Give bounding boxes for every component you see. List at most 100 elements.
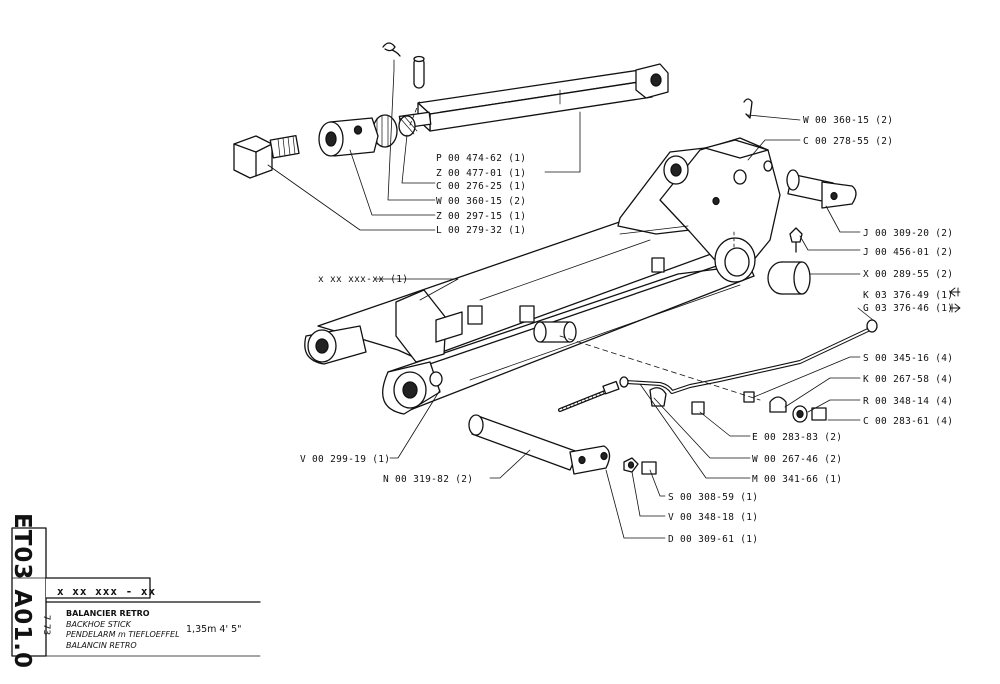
part-qty: (1): [390, 274, 409, 285]
part-label-v0029919: V 00 299-19 (1): [300, 454, 390, 465]
part-label-e0028383: E 00 283-83 (2): [752, 432, 842, 443]
part-qty: (1): [935, 303, 954, 314]
part-ref: Z 00 477-01: [436, 168, 503, 179]
threaded-end-block: [233, 134, 300, 179]
title-en: BACKHOE STICK: [66, 620, 131, 629]
part-label-w0036015-b: W 00 360-15(2): [803, 115, 893, 126]
part-label-j0045601: J 00 456-01 (2): [863, 247, 953, 258]
title-fr: BALANCIER RETRO: [66, 609, 150, 618]
part-label-v0034818: V 00 348-18(1): [668, 512, 758, 523]
part-qty: (2): [935, 269, 954, 280]
part-qty: (1): [935, 290, 954, 301]
part-ref: K 03 376-49: [863, 290, 930, 301]
stick-size: 1,35m 4' 5": [186, 624, 242, 635]
part-label-g0337646: G 03 376-46 (1): [863, 303, 953, 314]
part-label-z0047701: Z 00 477-01 (1): [436, 168, 526, 179]
part-label-r0034814: R 00 348-14 (4): [863, 396, 953, 407]
part-ref: W 00 360-15: [436, 196, 503, 207]
part-ref: V 00 299-19: [300, 454, 367, 465]
part-label-s0030859: S 00 308-59 (1): [668, 492, 758, 503]
part-ref: x xx xxx-xx: [318, 274, 385, 285]
part-qty: (4): [935, 396, 954, 407]
part-qty: (1): [740, 492, 759, 503]
part-ref: W 00 360-15: [803, 115, 870, 126]
part-qty: (2): [824, 432, 843, 443]
part-ref: X 00 289-55: [863, 269, 930, 280]
part-ref: M 00 341-66: [752, 474, 819, 485]
part-ref: Z 00 297-15: [436, 211, 503, 222]
retaining-pin: [413, 55, 425, 89]
spring-hose: [558, 380, 620, 412]
part-ref: P 00 474-62: [436, 153, 503, 164]
part-ref: W 00 267-46: [752, 454, 819, 465]
title-es: BALANCIN RETRO: [66, 641, 137, 650]
part-qty: (1): [372, 454, 391, 465]
part-ref: G 03 376-46: [863, 303, 930, 314]
part-ref: D 00 309-61: [668, 534, 735, 545]
backhoe-stick-body: [304, 137, 781, 415]
part-label-s0034516: S 00 345-16 (4): [863, 353, 953, 364]
part-ref: S 00 308-59: [668, 492, 735, 503]
assembly-ref: x xx xxx - xx: [57, 585, 157, 598]
spring-clip-top: [743, 98, 753, 119]
part-ref: L 00 279-32: [436, 225, 503, 236]
part-qty: (4): [935, 416, 954, 427]
part-qty: (2): [935, 228, 954, 239]
part-qty: (2): [935, 247, 954, 258]
part-ref: V 00 348-18: [668, 512, 735, 523]
part-label-l0027932: L 00 279-32 (1): [436, 225, 526, 236]
bottom-washer-bolt: [623, 457, 657, 475]
cylinder-head: [318, 117, 379, 157]
part-ref: C 00 278-55: [803, 136, 870, 147]
part-qty: (1): [740, 534, 759, 545]
part-ref: C 00 283-61: [863, 416, 930, 427]
part-qty: (1): [824, 474, 843, 485]
part-qty: (1): [508, 153, 527, 164]
part-label-n0031982: N 00 319-82 (2): [383, 474, 473, 485]
part-label-c0028361: C 00 283-61 (4): [863, 416, 953, 427]
part-qty: (2): [824, 454, 843, 465]
part-ref: E 00 283-83: [752, 432, 819, 443]
part-qty: (4): [935, 374, 954, 385]
part-ref: J 00 456-01: [863, 247, 930, 258]
part-ref: N 00 319-82: [383, 474, 450, 485]
part-label-p0047462: P 00 474-62 (1): [436, 153, 526, 164]
part-label-x0028955: X 00 289-55 (2): [863, 269, 953, 280]
part-ref: K 00 267-58: [863, 374, 930, 385]
part-label-w0026746: W 00 267-46 (2): [752, 454, 842, 465]
part-label-c0027855: C 00 278-55 (2): [803, 136, 893, 147]
part-label-k0337649: K 03 376-49 (1): [863, 290, 953, 301]
part-qty: (1): [508, 181, 527, 192]
direction-symbols: [949, 287, 961, 313]
part-ref: C 00 276-25: [436, 181, 503, 192]
side-pin-assembly: [786, 169, 857, 209]
hydraulic-pipe: [624, 328, 870, 394]
upper-tube-assembly: [233, 42, 669, 179]
spring-clip: [382, 42, 401, 57]
part-label-k0026758: K 00 267-58 (4): [863, 374, 953, 385]
part-qty: (2): [875, 136, 894, 147]
part-qty: (1): [508, 211, 527, 222]
part-ref: R 00 348-14: [863, 396, 930, 407]
part-label-w0036015: W 00 360-15 (2): [436, 196, 526, 207]
part-label-d0030961: D 00 309-61 (1): [668, 534, 758, 545]
part-ref: J 00 309-20: [863, 228, 930, 239]
bottom-pin: [468, 414, 611, 475]
part-label-c0027625: C 00 276-25 (1): [436, 181, 526, 192]
part-ref: S 00 345-16: [863, 353, 930, 364]
drawing-date: 7-73: [41, 614, 52, 636]
part-qty: (1): [508, 225, 527, 236]
part-qty: (4): [935, 353, 954, 364]
title-block: [11, 527, 261, 657]
part-label-j0030920: J 00 309-20 (2): [863, 228, 953, 239]
part-qty: (2): [508, 196, 527, 207]
part-label-stick-assembly: x xx xxx-xx (1): [318, 274, 408, 285]
part-label-z0029715: Z 00 297-15 (1): [436, 211, 526, 222]
part-label-m0034166: M 00 341-66 (1): [752, 474, 842, 485]
title-de: PENDELARM m TIEFLOEFFEL: [66, 630, 180, 639]
part-qty: (2): [455, 474, 474, 485]
part-qty: (1): [508, 168, 527, 179]
bushing: [767, 261, 811, 295]
leader-lines: [267, 59, 874, 539]
